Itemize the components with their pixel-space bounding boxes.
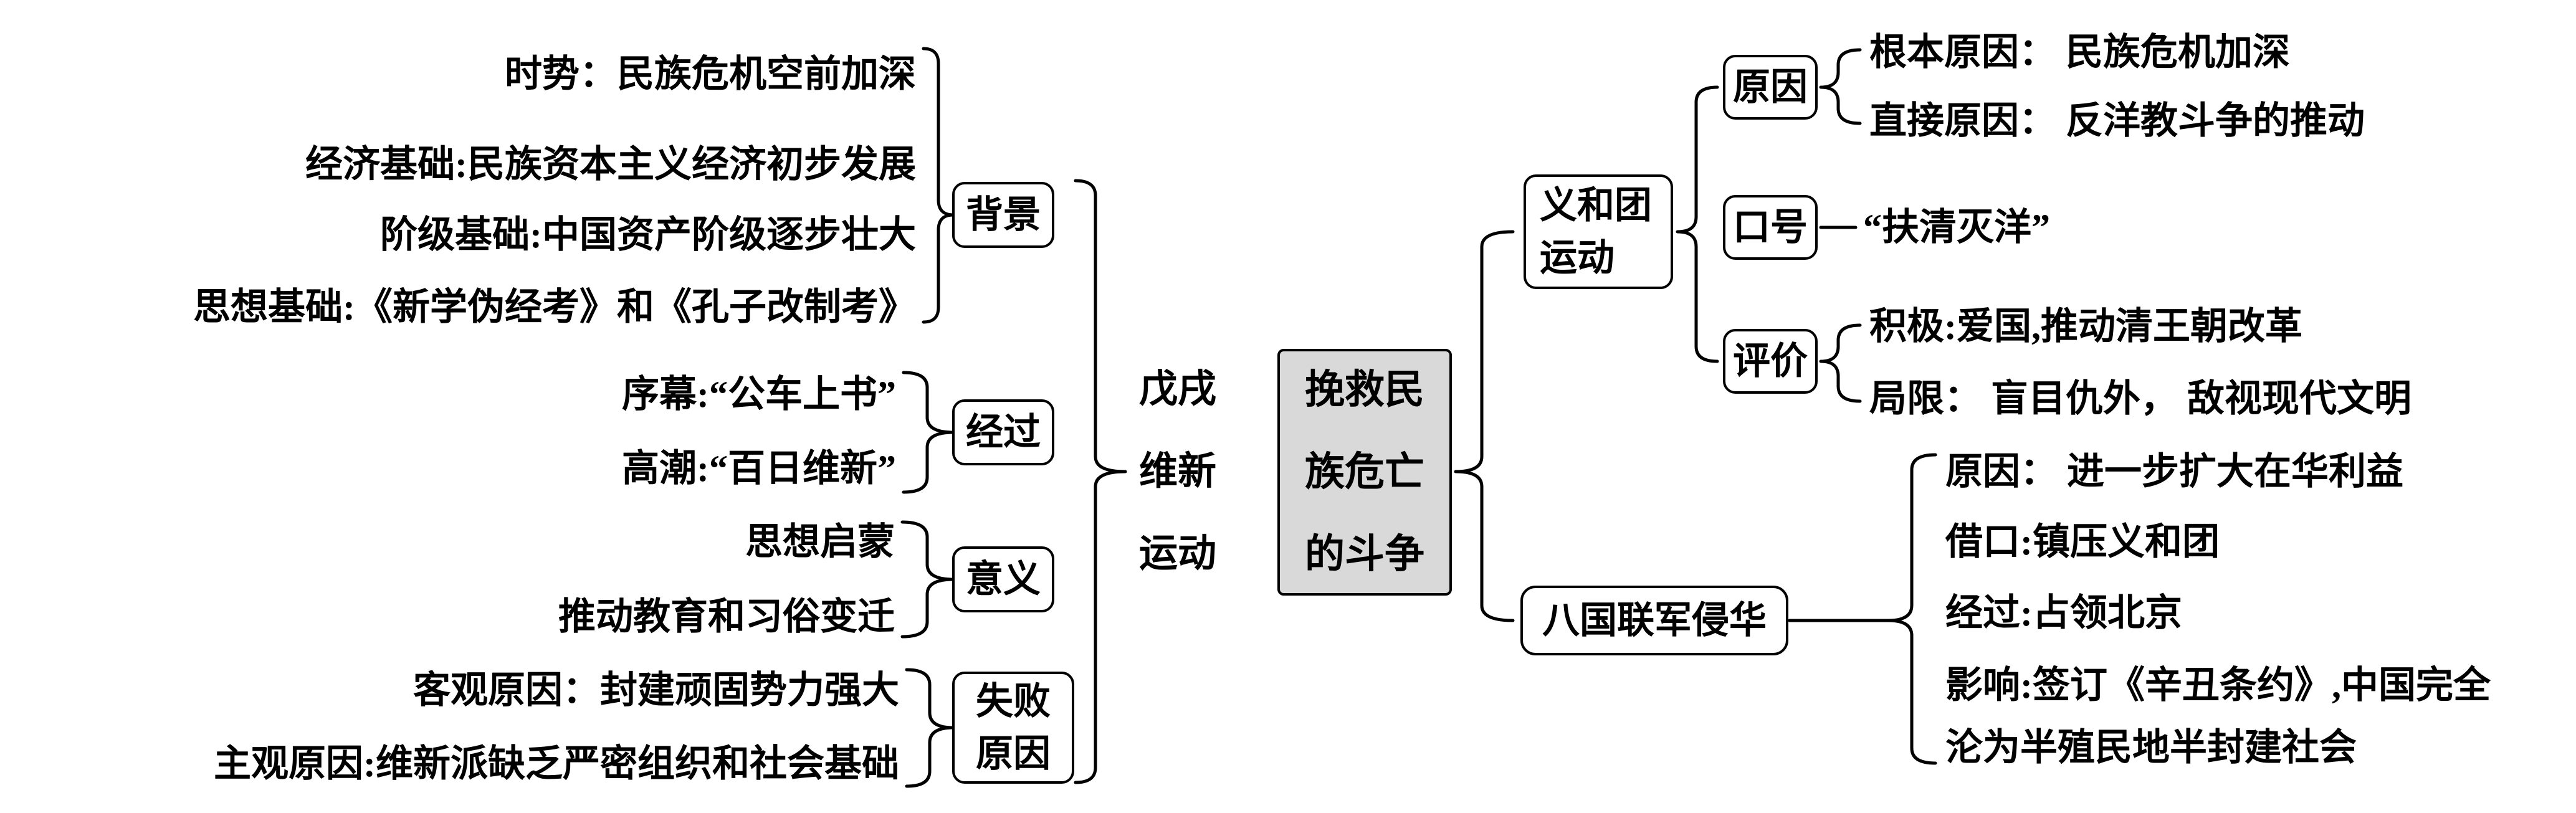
wuxu-node-line: 运动 — [1138, 533, 1216, 575]
wuxu-node-line: 维新 — [1138, 450, 1216, 493]
cause-item: 直接原因： 反洋教斗争的推动 — [1869, 100, 2365, 141]
center-topic-line: 挽救民 — [1305, 368, 1424, 412]
wuxu-brace — [1074, 179, 1127, 784]
center-right-brace — [1454, 230, 1515, 622]
background-item: 思想基础:《新学伪经考》和《孔子改制考》 — [193, 287, 916, 328]
process-item: 序幕:“公车上书” — [622, 374, 896, 415]
background-item: 经济基础:民族资本主义经济初步发展 — [305, 144, 916, 185]
significance-item: 推动教育和习俗变迁 — [558, 596, 895, 637]
baguo-node-box: 八国联军侵华 — [1520, 586, 1788, 655]
yihetuan-node-box: 义和团 运动 — [1524, 174, 1673, 289]
background-label: 背景 — [966, 194, 1041, 235]
significance-label-box: 意义 — [952, 546, 1054, 612]
evaluation-label-box: 评价 — [1723, 329, 1818, 394]
background-brace — [922, 47, 955, 324]
yihetuan-node-line: 义和团 — [1540, 185, 1652, 226]
slogan-label: 口号 — [1733, 207, 1808, 248]
slogan-text: “扶清灭洋” — [1863, 207, 2050, 248]
evaluation-brace — [1819, 323, 1862, 403]
wuxu-node: 戊戌 维新 运动 — [1128, 348, 1228, 595]
cause-label: 原因 — [1733, 67, 1808, 108]
center-topic: 挽救民 族危亡 的斗争 — [1277, 349, 1452, 596]
background-item: 阶级基础:中国资产阶级逐步壮大 — [380, 214, 916, 255]
failure-item: 主观原因:维新派缺乏严密组织和社会基础 — [214, 743, 899, 784]
failure-brace — [905, 668, 955, 788]
evaluation-label: 评价 — [1733, 341, 1808, 382]
cause-brace — [1819, 48, 1862, 125]
baguo-item: 沦为半殖民地半封建社会 — [1945, 727, 2357, 768]
cause-item: 根本原因： 民族危机加深 — [1869, 32, 2290, 73]
process-item: 高潮:“百日维新” — [622, 448, 896, 489]
baguo-brace — [1886, 453, 1937, 765]
failure-item: 客观原因：封建顽固势力强大 — [413, 670, 899, 711]
baguo-item: 借口:镇压义和团 — [1945, 521, 2220, 563]
center-topic-line: 的斗争 — [1305, 532, 1424, 576]
process-label-box: 经过 — [952, 399, 1054, 465]
slogan-label-box: 口号 — [1723, 195, 1818, 260]
background-label-box: 背景 — [952, 182, 1054, 248]
significance-label: 意义 — [966, 559, 1041, 600]
failure-label-line: 失败 — [976, 681, 1051, 722]
baguo-item: 经过:占领北京 — [1945, 592, 2182, 634]
baguo-item: 原因： 进一步扩大在华利益 — [1945, 451, 2403, 492]
failure-label-line: 原因 — [976, 733, 1051, 774]
significance-item: 思想启蒙 — [745, 521, 895, 563]
evaluation-item: 积极:爱国,推动清王朝改革 — [1869, 306, 2302, 347]
wuxu-node-line: 戊戌 — [1138, 368, 1216, 411]
yihetuan-brace — [1676, 85, 1719, 363]
process-label: 经过 — [966, 412, 1041, 453]
yihetuan-node-line: 运动 — [1540, 237, 1615, 278]
evaluation-item: 局限： 盲目仇外， 敌视现代文明 — [1869, 378, 2411, 419]
baguo-node-label: 八国联军侵华 — [1542, 600, 1767, 641]
significance-brace — [900, 520, 955, 639]
background-item: 时势：民族危机空前加深 — [505, 54, 916, 95]
failure-label-box: 失败 原因 — [952, 672, 1074, 784]
center-topic-line: 族危亡 — [1305, 450, 1424, 494]
process-brace — [902, 371, 955, 494]
cause-label-box: 原因 — [1723, 55, 1818, 120]
baguo-item: 影响:签订《辛丑条约》,中国完全 — [1945, 665, 2491, 706]
